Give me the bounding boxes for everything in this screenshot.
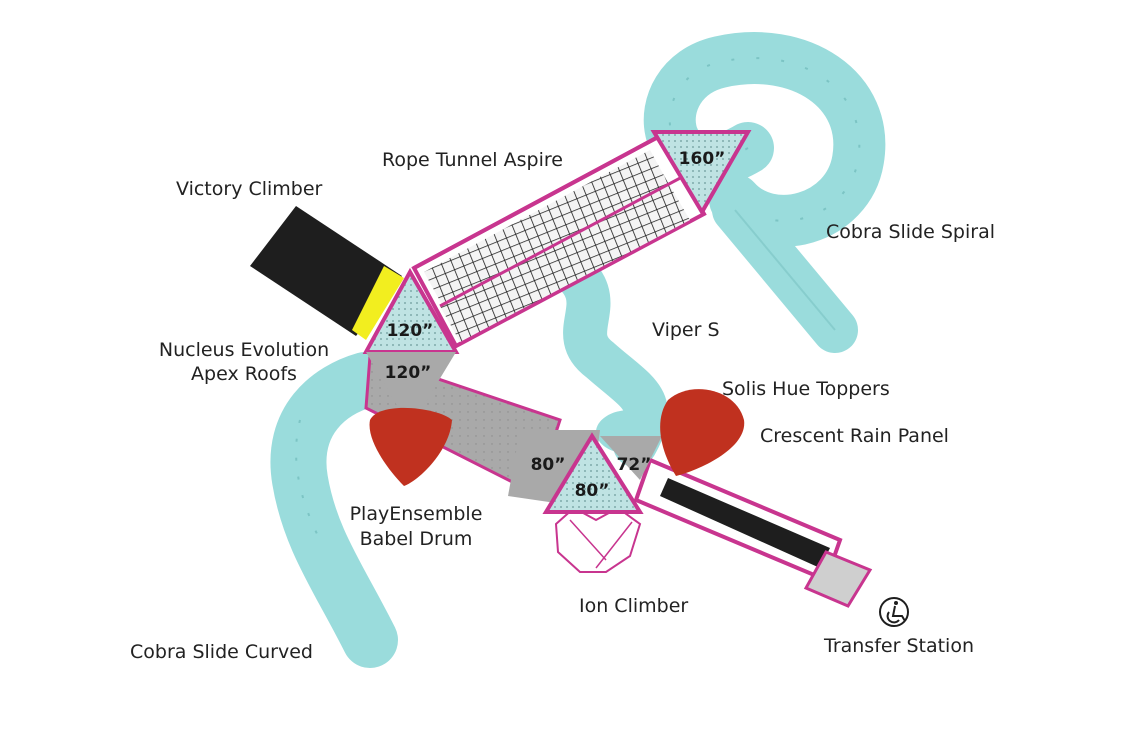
deck-height-label: 80”: [531, 455, 566, 475]
viper-s-slide: [538, 240, 668, 467]
wheelchair-icon: [879, 597, 909, 627]
cobra-slide-curved: [270, 352, 398, 668]
deck-height-label: 120”: [385, 363, 432, 383]
label-victory-climber: Victory Climber: [176, 178, 323, 200]
victory-climber: [250, 206, 404, 340]
label-cobra-slide-curved: Cobra Slide Curved: [130, 641, 313, 663]
deck-center-left: 80”: [531, 455, 566, 475]
deck-height-label: 160”: [679, 149, 726, 169]
label-viper-s: Viper S: [652, 319, 720, 341]
label-babel-drum: Babel Drum: [359, 528, 473, 550]
label-transfer-station: Transfer Station: [824, 635, 974, 657]
deck-left-lower: 120”: [366, 352, 456, 428]
label-solis-hue-toppers: Solis Hue Toppers: [722, 378, 890, 400]
label-ion-climber: Ion Climber: [579, 595, 689, 617]
deck-height-label: 80”: [575, 481, 610, 501]
ion-climber: [554, 506, 642, 573]
label-playensemble: PlayEnsemble: [349, 503, 483, 525]
label-rope-tunnel: Rope Tunnel Aspire: [382, 149, 563, 171]
label-nucleus-evolution: Nucleus Evolution: [158, 339, 330, 361]
solis-hue-topper-right: [660, 389, 745, 476]
crescent-rain-panel: [633, 457, 843, 583]
transfer-station: [803, 550, 873, 608]
rope-tunnel: [411, 133, 707, 349]
label-apex-roofs: Apex Roofs: [191, 363, 297, 385]
deck-center: 80”: [542, 432, 644, 514]
deck-right: 72”: [600, 436, 662, 480]
solis-hue-topper-left: [369, 407, 452, 486]
label-crescent-rain-panel: Crescent Rain Panel: [760, 425, 949, 447]
label-cobra-slide-spiral: Cobra Slide Spiral: [826, 221, 995, 243]
deck-height-label: 120”: [387, 321, 434, 341]
deck-top-right: 160”: [650, 130, 752, 216]
deck-height-label: 72”: [617, 455, 652, 475]
